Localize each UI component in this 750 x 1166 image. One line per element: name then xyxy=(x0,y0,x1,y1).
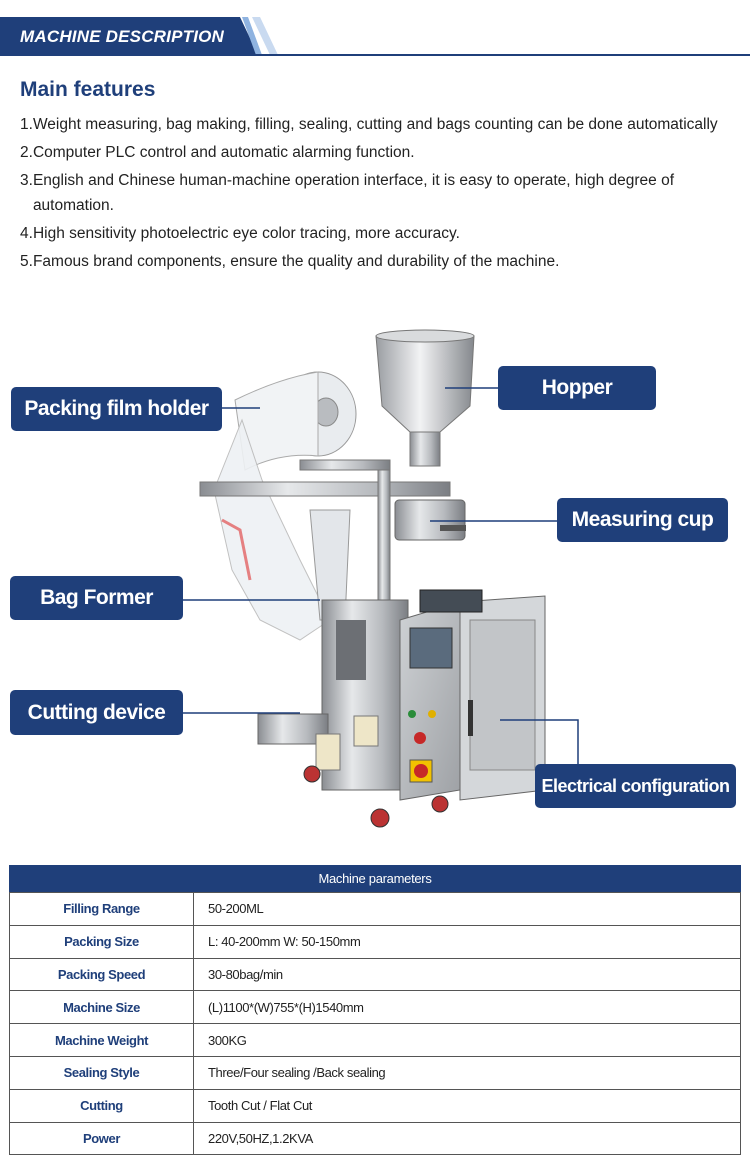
param-value: (L)1100*(W)755*(H)1540mm xyxy=(193,990,741,1025)
feature-item: 4.High sensitivity photoelectric eye col… xyxy=(20,221,730,246)
callout-bag-former: Bag Former xyxy=(10,576,183,620)
param-value: Tooth Cut / Flat Cut xyxy=(193,1088,741,1123)
feature-text: High sensitivity photoelectric eye color… xyxy=(32,225,460,242)
param-name: Machine Size xyxy=(9,990,194,1025)
callout-hopper: Hopper xyxy=(498,366,656,410)
feature-number: 2. xyxy=(20,144,33,161)
machine-illustration: Packing film holder Hopper Measuring cup… xyxy=(0,320,750,840)
param-name: Machine Weight xyxy=(9,1023,194,1057)
feature-item: 2.Computer PLC control and automatic ala… xyxy=(20,140,730,165)
callout-measuring-cup: Measuring cup xyxy=(557,498,728,542)
param-value: 300KG xyxy=(193,1023,741,1057)
feature-item: 1.Weight measuring, bag making, filling,… xyxy=(20,112,730,137)
feature-number: 3. xyxy=(20,172,33,189)
banner-bar xyxy=(0,17,258,55)
feature-number: 1. xyxy=(20,116,33,133)
features-list: 1.Weight measuring, bag making, filling,… xyxy=(20,112,730,277)
table-row: Machine Size(L)1100*(W)755*(H)1540mm xyxy=(9,990,741,1025)
feature-item: 5.Famous brand components, ensure the qu… xyxy=(20,249,730,274)
param-name: Sealing Style xyxy=(9,1055,194,1090)
param-value: 50-200ML xyxy=(193,892,741,926)
callout-packing-film-holder: Packing film holder xyxy=(11,387,222,431)
banner-title: MACHINE DESCRIPTION xyxy=(20,27,225,46)
param-name: Packing Size xyxy=(9,924,194,959)
param-value: 30-80bag/min xyxy=(193,957,741,992)
callout-electrical-configuration: Electrical configuration xyxy=(535,764,736,808)
param-name: Packing Speed xyxy=(9,957,194,992)
param-name: Cutting xyxy=(9,1088,194,1123)
machine-drawing xyxy=(183,329,579,828)
param-name: Filling Range xyxy=(9,892,194,926)
param-value: 220V,50HZ,1.2KVA xyxy=(193,1121,741,1156)
feature-text: Famous brand components, ensure the qual… xyxy=(32,253,560,270)
feature-number: 4. xyxy=(20,225,33,242)
section-banner: MACHINE DESCRIPTION xyxy=(0,17,750,57)
param-value: L: 40-200mm W: 50-150mm xyxy=(193,924,741,959)
features-title: Main features xyxy=(20,78,156,101)
feature-text: English and Chinese human-machine operat… xyxy=(32,172,675,214)
param-name: Power xyxy=(9,1121,194,1156)
feature-number: 5. xyxy=(20,253,33,270)
param-value: Three/Four sealing /Back sealing xyxy=(193,1055,741,1090)
feature-text: Computer PLC control and automatic alarm… xyxy=(32,144,415,161)
banner-rule xyxy=(0,54,750,56)
callout-cutting-device: Cutting device xyxy=(10,690,183,735)
feature-item: 3.English and Chinese human-machine oper… xyxy=(20,168,730,218)
parameters-table-title: Machine parameters xyxy=(9,865,741,892)
feature-text: Weight measuring, bag making, filling, s… xyxy=(32,116,718,133)
